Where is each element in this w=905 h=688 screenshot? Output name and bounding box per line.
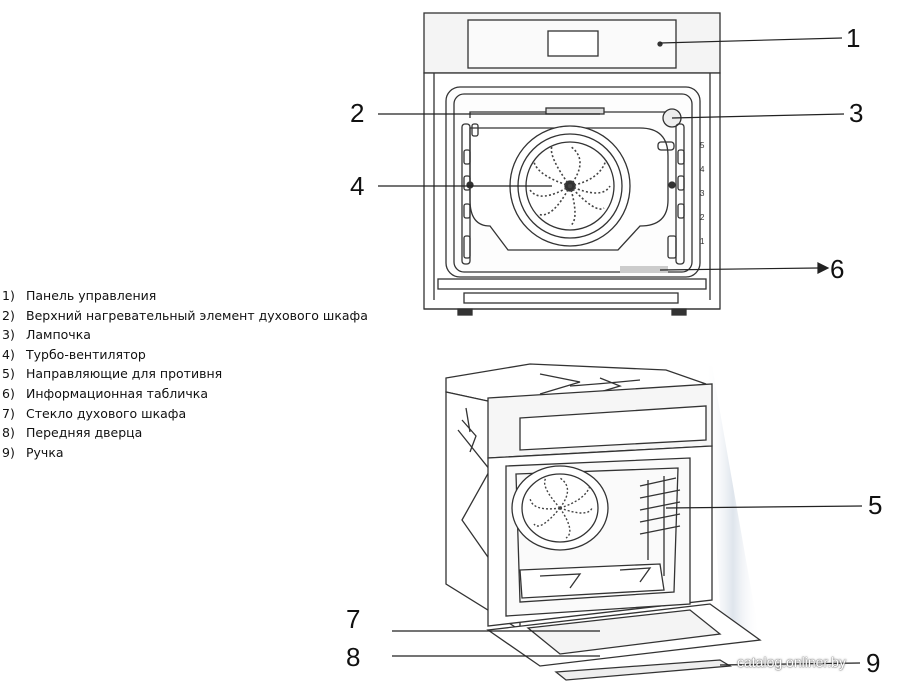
callout-9: 9: [866, 648, 881, 678]
leader-line-1: [659, 37, 843, 44]
legend-text: Передняя дверца: [26, 425, 143, 441]
legend-text: Панель управления: [26, 288, 157, 303]
info-plate: [620, 266, 668, 273]
callout-3: 3: [849, 98, 864, 128]
legend-item: 8) Передняя дверца: [2, 423, 368, 443]
oven-perspective-view: [445, 363, 762, 681]
watermark: catalog.onliner.by: [737, 654, 846, 670]
leader-line-3: [671, 113, 845, 119]
callout-5: 5: [868, 490, 883, 520]
legend-text: Лампочка: [26, 327, 91, 343]
shelf-guides-left: [461, 123, 479, 265]
callout-8: 8: [346, 642, 361, 672]
legend-item: 9) Ручка: [2, 443, 368, 463]
shelf-number: 4: [700, 165, 705, 174]
door-handle: [554, 659, 733, 681]
legend-number: 1): [2, 288, 15, 303]
turbo-fan: [509, 125, 631, 247]
legend-text: Верхний нагревательный элемент духового …: [26, 307, 368, 323]
shelf-number: 2: [700, 213, 705, 222]
legend-number: 9): [2, 444, 15, 460]
callout-2: 2: [350, 98, 365, 128]
leader-line-5: [665, 505, 863, 509]
legend-text: Турбо-вентилятор: [26, 346, 146, 362]
legend-number: 3): [2, 327, 15, 343]
legend-item: 1) Панель управления: [2, 286, 368, 306]
door-glass: [526, 609, 722, 655]
legend-text: Направляющие для противня: [26, 366, 223, 382]
shelf-number: 1: [700, 237, 705, 246]
leader-line-6: [659, 267, 819, 271]
shelf-guides-right: [657, 123, 685, 265]
legend-number: 7): [2, 405, 15, 421]
oven-front-view: [423, 12, 721, 316]
legend-number: 6): [2, 385, 15, 401]
legend-item: 6) Информационная табличка: [2, 384, 368, 404]
legend-item: 2) Верхний нагревательный элемент духовог…: [2, 306, 368, 326]
legend-item: 3) Лампочка: [2, 325, 368, 345]
legend-list: 1) Панель управления 2) Верхний нагревател…: [2, 286, 368, 462]
callout-lines: [378, 37, 863, 666]
legend-text: Информационная табличка: [26, 385, 209, 401]
leader-line-9: [719, 662, 861, 666]
legend-number: 8): [2, 425, 15, 441]
legend-item: 4) Турбо-вентилятор: [2, 345, 368, 365]
shelf-number: 5: [700, 141, 705, 150]
shelf-number: 3: [700, 189, 705, 198]
arrow-6: [817, 262, 830, 274]
callout-4: 4: [350, 171, 365, 201]
legend-text: Стекло духового шкафа: [26, 405, 187, 421]
shelf-guides-perspective: [639, 476, 681, 576]
legend-number: 4): [2, 346, 15, 362]
shelf-number-labels: 5 4 3 2 1: [700, 141, 705, 246]
display-window: [547, 30, 599, 57]
legend-number: 5): [2, 366, 15, 382]
callout-6: 6: [830, 254, 845, 284]
legend-item: 7) Стекло духового шкафа: [2, 404, 368, 424]
legend-item: 5) Направляющие для противня: [2, 364, 368, 384]
callout-7: 7: [346, 604, 361, 634]
legend-number: 2): [2, 307, 15, 323]
callout-1: 1: [846, 23, 861, 53]
legend-text: Ручка: [26, 444, 64, 460]
